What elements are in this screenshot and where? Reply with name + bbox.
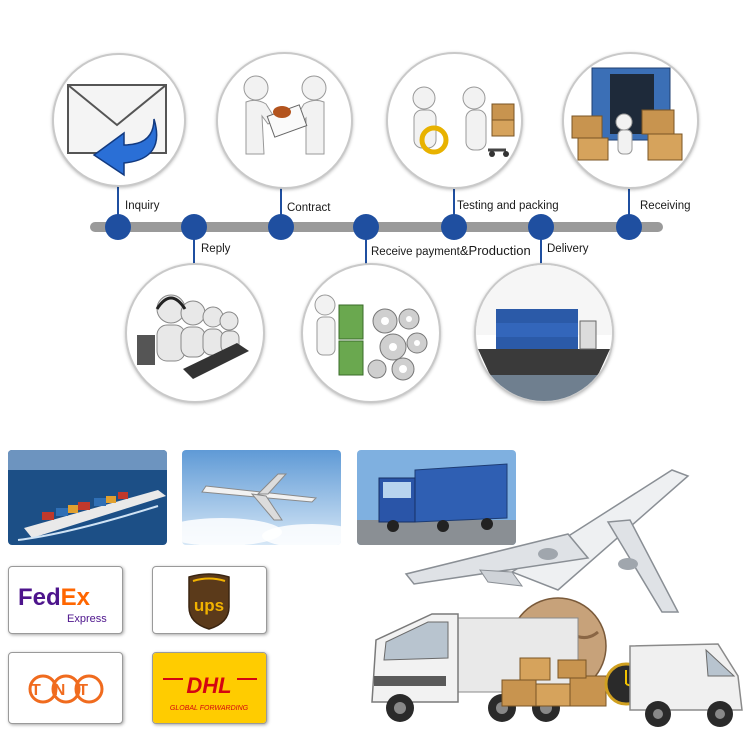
circle-receive-payment — [301, 263, 441, 403]
tnt-logo-svg: TNT — [28, 674, 104, 704]
hero-airplane — [404, 469, 690, 613]
container-boxes-icon — [571, 67, 683, 161]
stem-inquiry — [117, 183, 119, 223]
stem-receiving — [628, 186, 630, 223]
dhl-logo-svg: DHL GLOBAL FORWARDING — [153, 653, 266, 723]
circle-inquiry — [52, 53, 186, 187]
label-inquiry: Inquiry — [125, 200, 160, 212]
ups-logo-svg: ups — [188, 573, 230, 630]
node-contract — [268, 214, 294, 240]
handshake-contract-icon — [243, 75, 327, 155]
circle-testing-packing — [386, 52, 523, 189]
node-receiving — [616, 214, 642, 240]
stem-payment — [365, 230, 367, 265]
node-receive-payment — [353, 214, 379, 240]
fedex-wordmark-fed: FedEx — [18, 584, 91, 611]
photo-airplane-sky — [182, 450, 341, 545]
dhl-global-forwarding: GLOBAL FORWARDING — [170, 705, 249, 712]
dhl-wordmark: DHL — [186, 673, 231, 698]
fedex-logo: FedEx Express — [8, 566, 123, 634]
label-reply: Reply — [201, 243, 231, 255]
hero-van-right — [629, 643, 743, 727]
label-contract: Contract — [287, 202, 331, 214]
money-gears-icon — [314, 294, 428, 381]
circle-contract — [216, 52, 353, 189]
cargo-ship-photo — [8, 450, 167, 545]
tnt-wordmark: TNT — [31, 682, 101, 699]
logistics-hero-illustration — [362, 462, 748, 748]
label-receive-payment-text: Receive payment — [371, 246, 460, 258]
ampersand: & — [459, 243, 469, 258]
fedex-express-text: Express — [67, 613, 107, 625]
ups-wordmark: ups — [194, 596, 224, 615]
stem-delivery — [540, 230, 542, 265]
envelope-reply-icon — [67, 84, 167, 177]
label-receive-payment: Receive payment&Production — [371, 243, 531, 258]
truck-photo — [357, 450, 516, 545]
label-delivery: Delivery — [547, 243, 589, 255]
photo-truck — [357, 450, 516, 545]
node-delivery — [528, 214, 554, 240]
hero-cardboard-boxes — [501, 657, 607, 707]
label-testing-packing: Testing and packing — [457, 200, 559, 212]
circle-receiving — [562, 52, 699, 189]
stem-contract — [280, 186, 282, 223]
tnt-logo: TNT — [8, 652, 123, 724]
headset-operators-icon — [137, 294, 249, 379]
node-testing — [441, 214, 467, 240]
label-receiving: Receiving — [640, 200, 691, 212]
stem-testing — [453, 186, 455, 223]
circle-delivery — [474, 263, 614, 403]
node-inquiry — [105, 214, 131, 240]
logistics-hero-svg — [371, 469, 743, 727]
stem-reply — [193, 230, 195, 265]
airplane-photo — [182, 450, 341, 545]
dhl-logo: DHL GLOBAL FORWARDING — [152, 652, 267, 724]
magnifier-inspection-icon — [412, 86, 515, 157]
ups-logo: ups — [152, 566, 267, 634]
label-production: Production — [468, 243, 531, 258]
cargo-ship-icon — [476, 265, 612, 401]
node-reply — [181, 214, 207, 240]
fedex-logo-svg: FedEx Express — [18, 584, 107, 625]
circle-reply — [125, 263, 265, 403]
photo-cargo-ship — [8, 450, 167, 545]
